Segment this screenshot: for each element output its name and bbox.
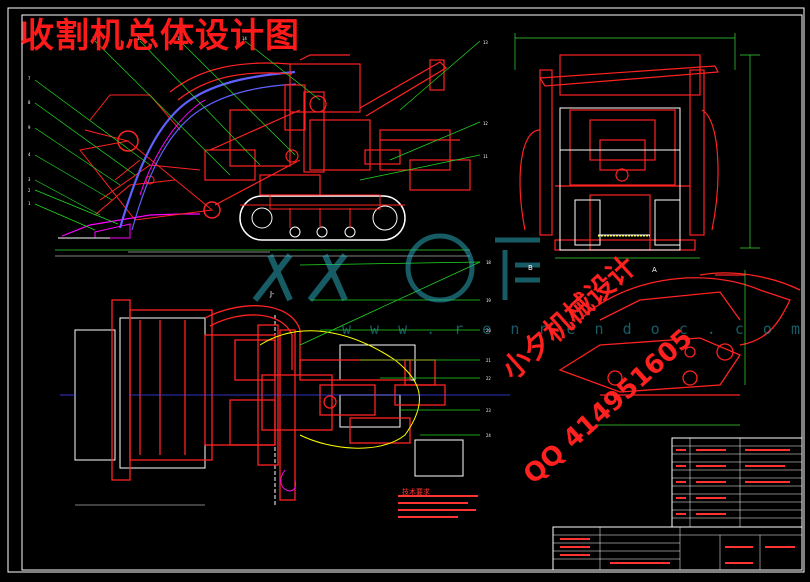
conveyor-chute (118, 70, 296, 229)
svg-text:8: 8 (28, 100, 31, 105)
svg-text:20: 20 (486, 328, 491, 333)
outer-border (7, 7, 805, 573)
top-view: 18 19 20 21 22 23 24 (60, 260, 510, 518)
side-view: 7 8 9 4 3 2 1 17 16 15 14 13 12 11 (28, 36, 488, 257)
leader-lines (34, 40, 481, 231)
svg-text:19: 19 (486, 298, 491, 303)
svg-text:23: 23 (486, 408, 491, 413)
svg-text:3: 3 (28, 177, 31, 182)
crawler-track (239, 195, 406, 241)
section-mark: J- (270, 290, 275, 298)
tech-requirements-heading: 技术要求 (402, 488, 430, 496)
svg-text:15: 15 (177, 36, 182, 41)
svg-text:1: 1 (28, 201, 31, 206)
inner-border (21, 14, 803, 571)
watermark-logo (252, 233, 540, 303)
front-view (514, 33, 760, 259)
svg-text:7: 7 (28, 76, 31, 81)
svg-text:16: 16 (137, 36, 142, 41)
watermark-site: w w w . r e n r e n d o c . c o m (342, 320, 806, 338)
svg-text:12: 12 (483, 121, 488, 126)
drawing-title: 收割机总体设计图 (20, 16, 300, 56)
view-b-label: B (528, 264, 533, 272)
detail-view-a (558, 270, 801, 426)
svg-text:11: 11 (483, 154, 488, 159)
svg-text:14: 14 (242, 36, 247, 41)
svg-text:2: 2 (28, 188, 31, 193)
title-block (552, 437, 803, 571)
svg-text:9: 9 (28, 125, 31, 130)
svg-text:4: 4 (28, 152, 31, 157)
svg-text:22: 22 (486, 376, 491, 381)
svg-text:24: 24 (486, 433, 491, 438)
svg-text:21: 21 (486, 358, 491, 363)
svg-text:18: 18 (486, 260, 491, 265)
svg-text:13: 13 (483, 40, 488, 45)
view-a-label: A (652, 266, 657, 274)
svg-text:17: 17 (92, 36, 97, 41)
